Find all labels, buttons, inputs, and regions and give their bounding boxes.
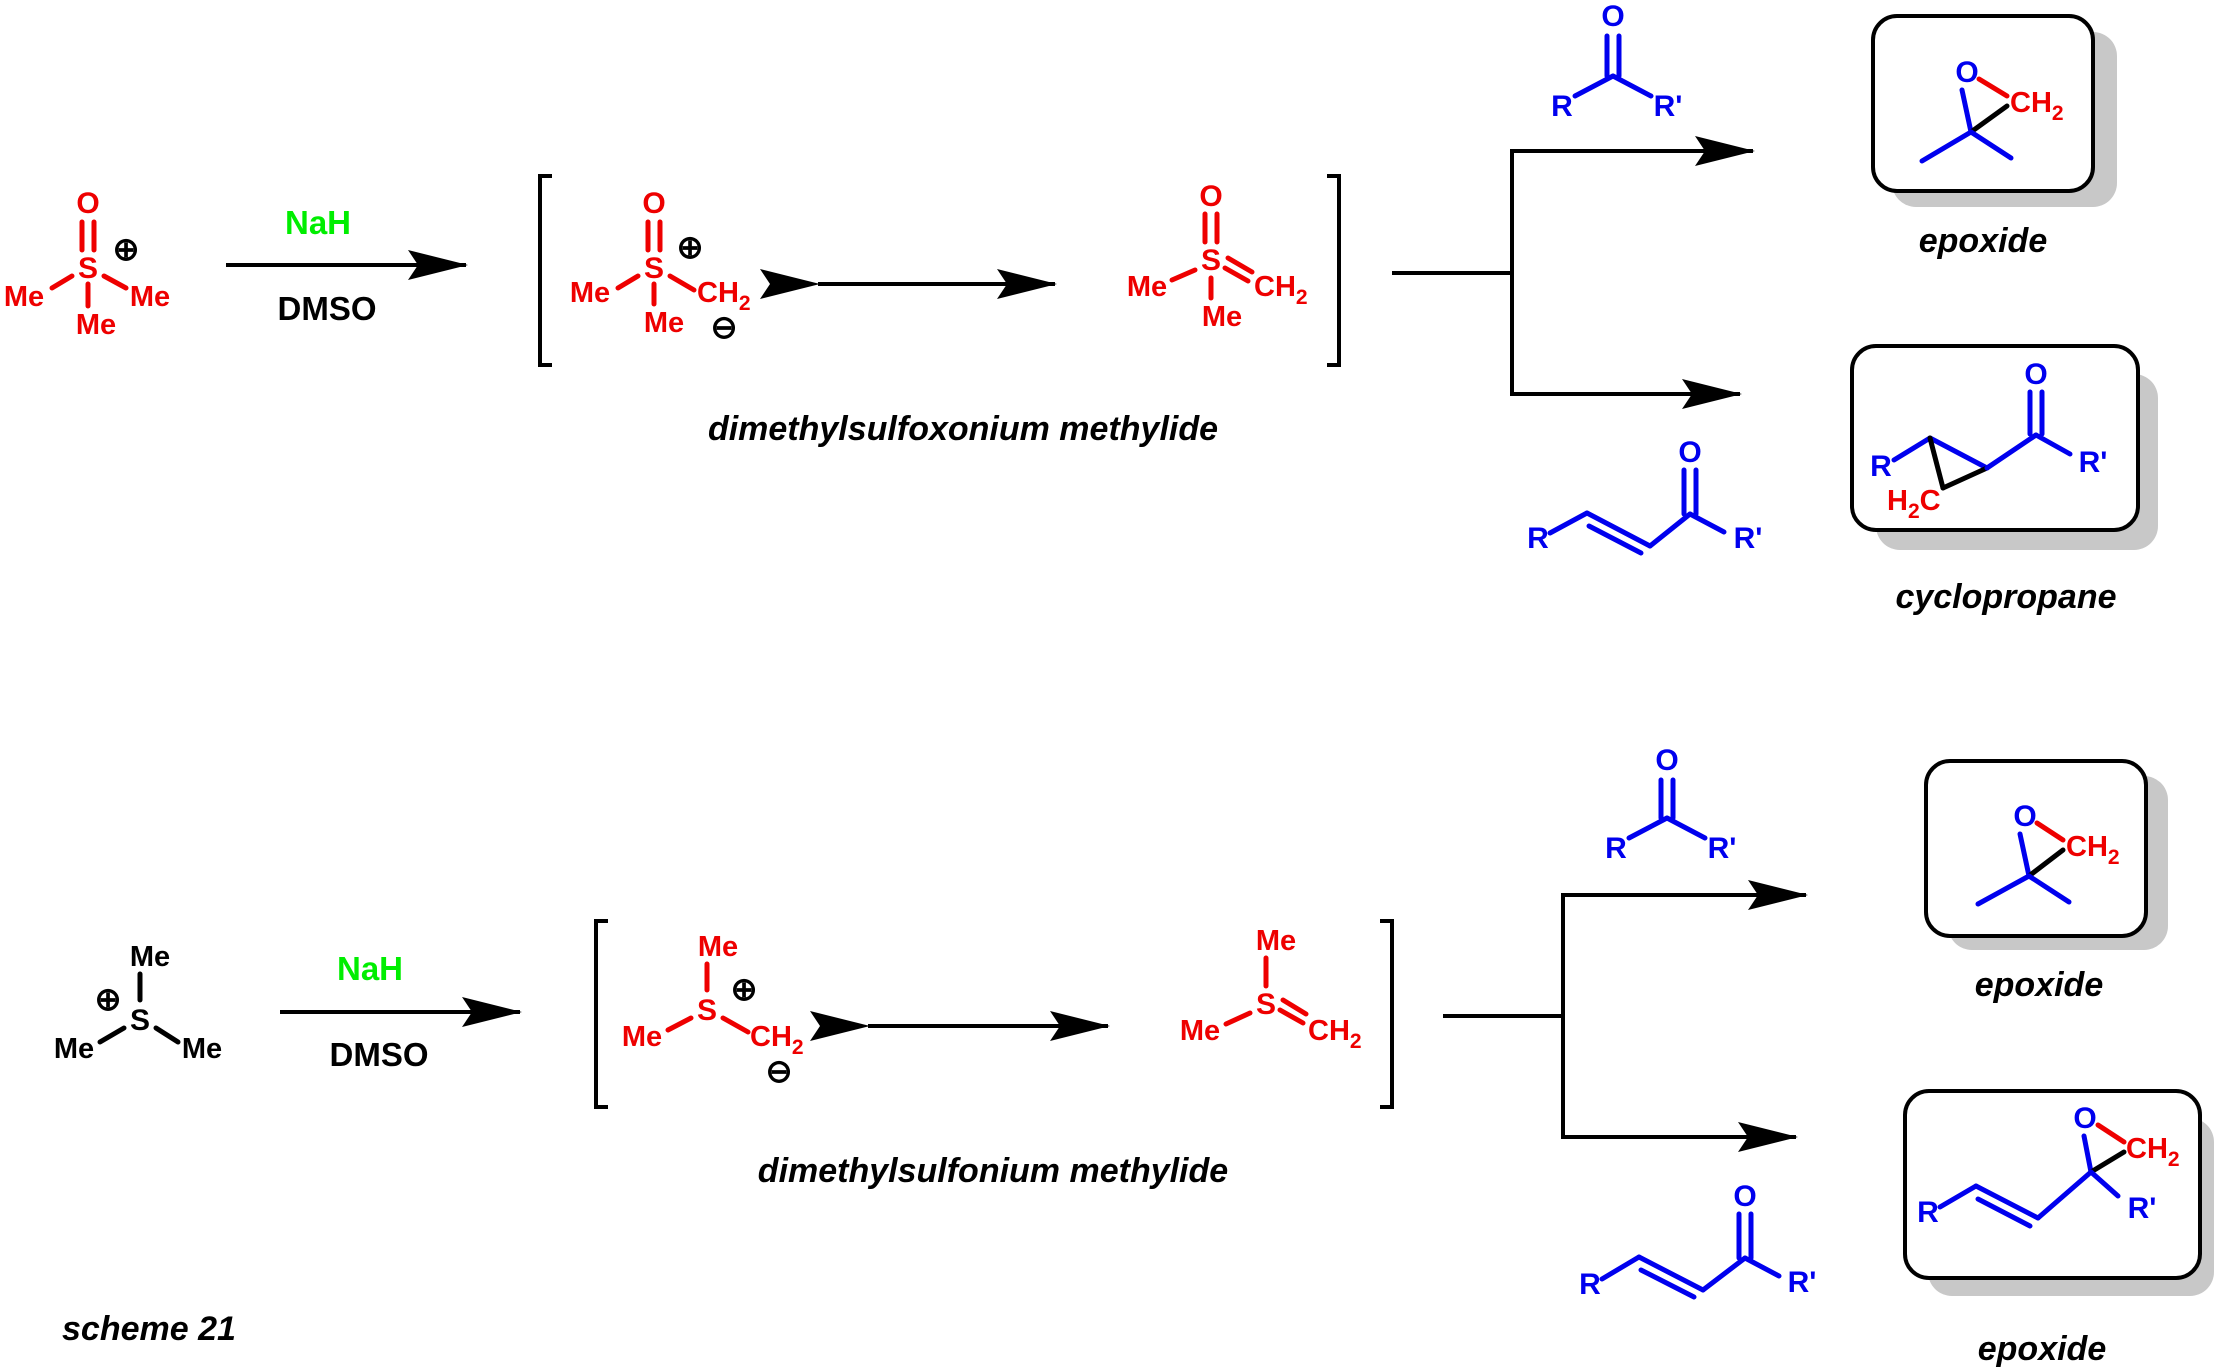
negative-charge-icon: ⊖ (766, 1053, 793, 1089)
atom-o: O (642, 187, 665, 220)
positive-charge-icon: ⊕ (731, 971, 758, 1007)
product-label: epoxide (1919, 222, 2047, 260)
methyl-right: Me (130, 281, 170, 313)
product-label: epoxide (1978, 1330, 2106, 1368)
product-epoxide-bottom-1: O CH2 epoxide (1924, 759, 2168, 1004)
methylene: CH2 (2010, 87, 2064, 125)
atom-o: O (1199, 180, 1222, 213)
atom-o: O (1733, 1180, 1756, 1213)
atom-o: O (2073, 1102, 2096, 1135)
atom-o: O (1955, 56, 1978, 89)
atom-o: O (2013, 800, 2036, 833)
methyl-top: Me (698, 931, 738, 963)
bracket-right (1327, 174, 1341, 367)
methyl-left: Me (54, 1033, 94, 1065)
methyl-right: Me (182, 1033, 222, 1065)
ylide-form-charged: O S ⊕ Me Me CH2 ⊖ (570, 187, 751, 345)
ylide-name: dimethylsulfoxonium methylide (708, 410, 1218, 448)
enone-substrate: R O R' (1579, 1180, 1816, 1301)
trimethylsulfoxonium: O S ⊕ Me Me Me (4, 187, 170, 341)
substituent-r-prime: R' (1708, 832, 1737, 865)
methyl-top: Me (130, 941, 170, 973)
ketone-substrate: O R R' (1605, 744, 1736, 865)
methyl-left: Me (622, 1021, 662, 1053)
ylide-form-neutral: O S Me Me CH2 (1127, 180, 1308, 333)
reagent-label: NaH (285, 204, 351, 241)
scheme-label: scheme 21 (62, 1310, 236, 1348)
methylene: CH2 (2066, 831, 2120, 869)
atom-s: S (130, 1004, 150, 1037)
bracket-left (538, 174, 552, 367)
reagent-label: NaH (337, 950, 403, 987)
methylene: CH2 (750, 1021, 804, 1059)
branch-lines (1443, 880, 1808, 1152)
substituent-r: R (1870, 450, 1892, 483)
positive-charge-icon: ⊕ (677, 229, 704, 265)
substituent-r-prime: R' (2079, 446, 2108, 479)
product-epoxide-top: O CH2 epoxide (1871, 14, 2117, 260)
methylene: CH2 (1254, 271, 1308, 309)
ylide-form-neutral: Me S Me CH2 (1180, 925, 1362, 1053)
methylene: CH2 (2126, 1133, 2180, 1171)
product-label: epoxide (1975, 966, 2103, 1004)
substituent-r: R (1551, 90, 1573, 123)
atom-s: S (1256, 988, 1276, 1021)
methyl-left: Me (570, 277, 610, 309)
atom-o: O (1601, 0, 1624, 33)
substituent-r-prime: R' (1654, 90, 1683, 123)
bracket-right (1380, 919, 1394, 1109)
product-epoxide-bottom-2: R O CH2 R' epoxide (1903, 1089, 2214, 1368)
methylene: CH2 (697, 277, 751, 315)
solvent-label: DMSO (278, 290, 377, 327)
bottom-scheme: Me S ⊕ Me Me NaH DMSO Me S ⊕ Me CH2 ⊖ (54, 744, 2214, 1368)
methyl-left: Me (4, 281, 44, 313)
substituent-r-prime: R' (1734, 522, 1763, 555)
methyl-bottom: Me (76, 309, 116, 341)
product-cyclopropane: R O R' H2C cyclopropane (1850, 344, 2158, 616)
ylide-name: dimethylsulfonium methylide (758, 1152, 1228, 1190)
bracket-left (594, 919, 608, 1109)
methyl-left: Me (1127, 271, 1167, 303)
substituent-r-prime: R' (1788, 1266, 1817, 1299)
branch-lines (1392, 136, 1755, 409)
atom-o: O (1655, 744, 1678, 777)
methylene-ring: H2C (1887, 485, 1941, 523)
substituent-r-prime: R' (2128, 1192, 2157, 1225)
methylene: CH2 (1308, 1015, 1362, 1053)
methyl-left: Me (1180, 1015, 1220, 1047)
atom-s: S (697, 994, 717, 1027)
substituent-r: R (1579, 1268, 1601, 1301)
substituent-r: R (1527, 522, 1549, 555)
ketone-substrate: O R R' (1551, 0, 1682, 123)
negative-charge-icon: ⊖ (711, 309, 738, 345)
solvent-label: DMSO (330, 1036, 429, 1073)
top-scheme: O S ⊕ Me Me Me NaH DMSO O S ⊕ (4, 0, 2158, 616)
atom-s: S (1201, 244, 1221, 277)
substituent-r: R (1605, 832, 1627, 865)
atom-o: O (2024, 358, 2047, 391)
positive-charge-icon: ⊕ (113, 231, 140, 267)
ylide-form-charged: Me S ⊕ Me CH2 ⊖ (622, 931, 804, 1089)
atom-s: S (644, 252, 664, 285)
methyl-bottom: Me (644, 307, 684, 339)
positive-charge-icon: ⊕ (95, 981, 122, 1017)
atom-o: O (1678, 436, 1701, 469)
product-label: cyclopropane (1895, 578, 2116, 616)
methyl-top: Me (1256, 925, 1296, 957)
substituent-r: R (1917, 1196, 1939, 1229)
enone-substrate: R O R' (1527, 436, 1763, 556)
methyl-bottom: Me (1202, 301, 1242, 333)
trimethylsulfonium: Me S ⊕ Me Me (54, 941, 222, 1065)
atom-s: S (78, 252, 98, 285)
atom-o: O (76, 187, 99, 220)
